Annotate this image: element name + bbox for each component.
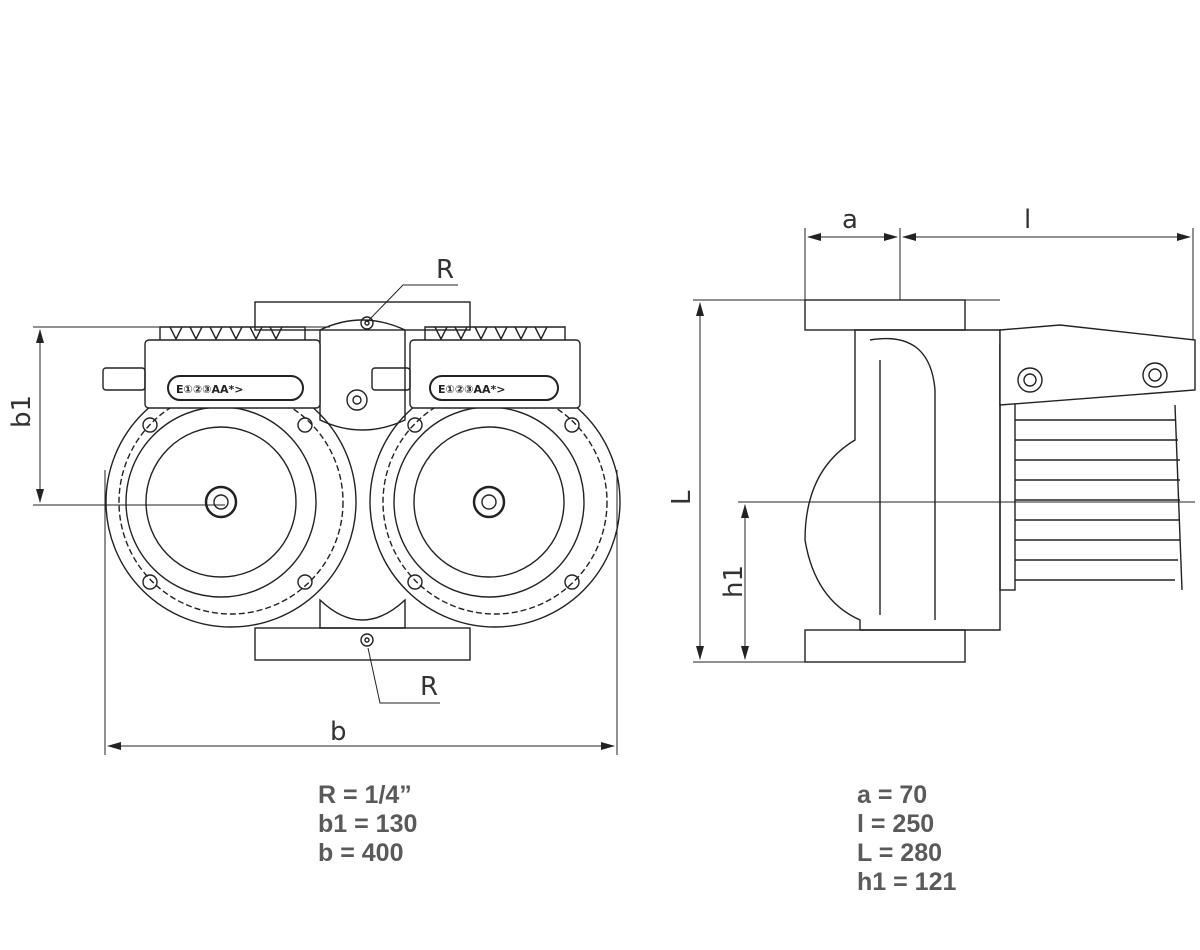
right-motor xyxy=(369,376,621,628)
left-control-box xyxy=(102,326,321,409)
leader-r-top xyxy=(366,284,458,323)
right-control-box xyxy=(371,326,581,409)
spec-b1: b1 = 130 xyxy=(318,810,418,838)
dimension-L xyxy=(693,299,1000,663)
leader-r-bottom xyxy=(367,647,440,704)
right-control-panel-buttons: E①②③AA*> xyxy=(438,383,505,396)
top-flange xyxy=(254,301,471,331)
side-top-flange xyxy=(804,299,966,331)
label-r-bottom: R xyxy=(420,672,438,702)
front-view xyxy=(33,284,621,755)
left-control-panel-buttons: E①②③AA*> xyxy=(176,383,243,396)
left-motor xyxy=(105,376,357,628)
dimension-a-l xyxy=(804,228,1194,345)
spec-a: a = 70 xyxy=(857,781,928,809)
side-bottom-flange xyxy=(804,629,966,663)
dimension-b xyxy=(104,470,618,755)
label-L: L xyxy=(667,490,697,505)
spec-l: l = 250 xyxy=(857,810,935,838)
side-control-box xyxy=(999,324,1196,406)
pump-body xyxy=(319,319,406,431)
label-a: a xyxy=(842,205,858,235)
motor-fins xyxy=(1015,404,1183,591)
spec-b: b = 400 xyxy=(318,839,404,867)
label-h1: h1 xyxy=(719,565,749,598)
specs-right: a = 70 l = 250 L = 280 h1 = 121 xyxy=(857,781,956,897)
label-l: l xyxy=(1024,205,1031,235)
dimension-h1 xyxy=(738,501,1195,660)
spec-r: R = 1/4” xyxy=(318,781,412,809)
label-r-top: R xyxy=(436,255,454,285)
label-b: b xyxy=(330,717,347,747)
spec-L: L = 280 xyxy=(857,839,943,867)
volute xyxy=(804,329,1001,631)
specs-left: R = 1/4” b1 = 130 b = 400 xyxy=(318,781,417,868)
spec-h1: h1 = 121 xyxy=(857,868,957,896)
label-b1: b1 xyxy=(7,395,37,428)
side-view xyxy=(693,228,1196,663)
